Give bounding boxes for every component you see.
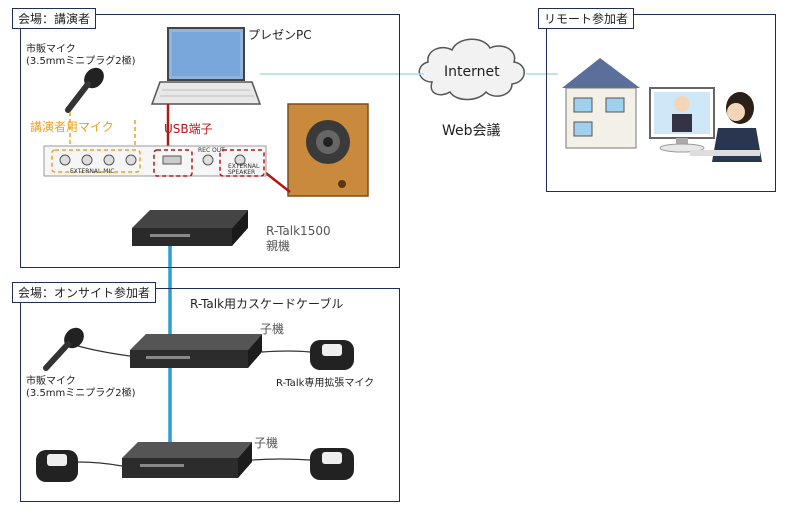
commercial-mic-bottom-label: 市販マイク (3.5mmミニプラグ2極)	[26, 376, 136, 399]
microphone-icon-bottom	[43, 327, 84, 371]
parent-unit-label: R-Talk1500 親機	[266, 224, 331, 253]
cascade-cable-label: R-Talk用カスケードケーブル	[190, 297, 344, 311]
internet-label: Internet	[444, 64, 500, 80]
speaker-icon	[287, 103, 369, 197]
presenter-zone	[20, 14, 400, 268]
child-unit-2-label: 子機	[254, 436, 279, 450]
commercial-mic-top-label: 市販マイク (3.5mmミニプラグ2極)	[26, 44, 136, 67]
expansion-mic-icon-1	[261, 340, 354, 370]
onsite-zone	[20, 288, 400, 502]
internet-cloud-icon	[418, 38, 525, 101]
web-meeting-label: Web会議	[442, 123, 501, 139]
remote-zone-label: リモート参加者	[538, 8, 635, 29]
presenter-zone-label: 会場：講演者	[12, 8, 97, 29]
child-unit-2-device	[122, 442, 252, 478]
remote-scene-icon	[562, 58, 762, 162]
expansion-mic-label: R-Talk専用拡張マイク	[276, 378, 375, 389]
external-speaker-label: EXTERNAL SPEAKER	[228, 163, 260, 176]
parent-unit-device	[132, 210, 248, 246]
presenter-mic-label: 講演者用マイク	[30, 120, 114, 134]
remote-zone	[546, 14, 776, 192]
expansion-mic-icon-2	[251, 448, 354, 480]
port-panel	[43, 145, 267, 177]
usb-port-label: USB端子	[164, 122, 213, 136]
external-mic-label: EXTERNAL MIC	[70, 168, 115, 175]
child-unit-1-label: 子機	[260, 322, 285, 336]
microphone-icon-top	[65, 67, 104, 113]
speaker-cable	[261, 169, 291, 193]
child-unit-1-device	[130, 334, 262, 368]
expansion-mic-icon-3	[36, 450, 123, 482]
laptop-icon	[150, 27, 262, 105]
presentation-pc-label: プレゼンPC	[248, 28, 312, 42]
onsite-zone-label: 会場：オンサイト参加者	[12, 282, 157, 303]
rec-out-label: REC OUT	[198, 147, 225, 154]
